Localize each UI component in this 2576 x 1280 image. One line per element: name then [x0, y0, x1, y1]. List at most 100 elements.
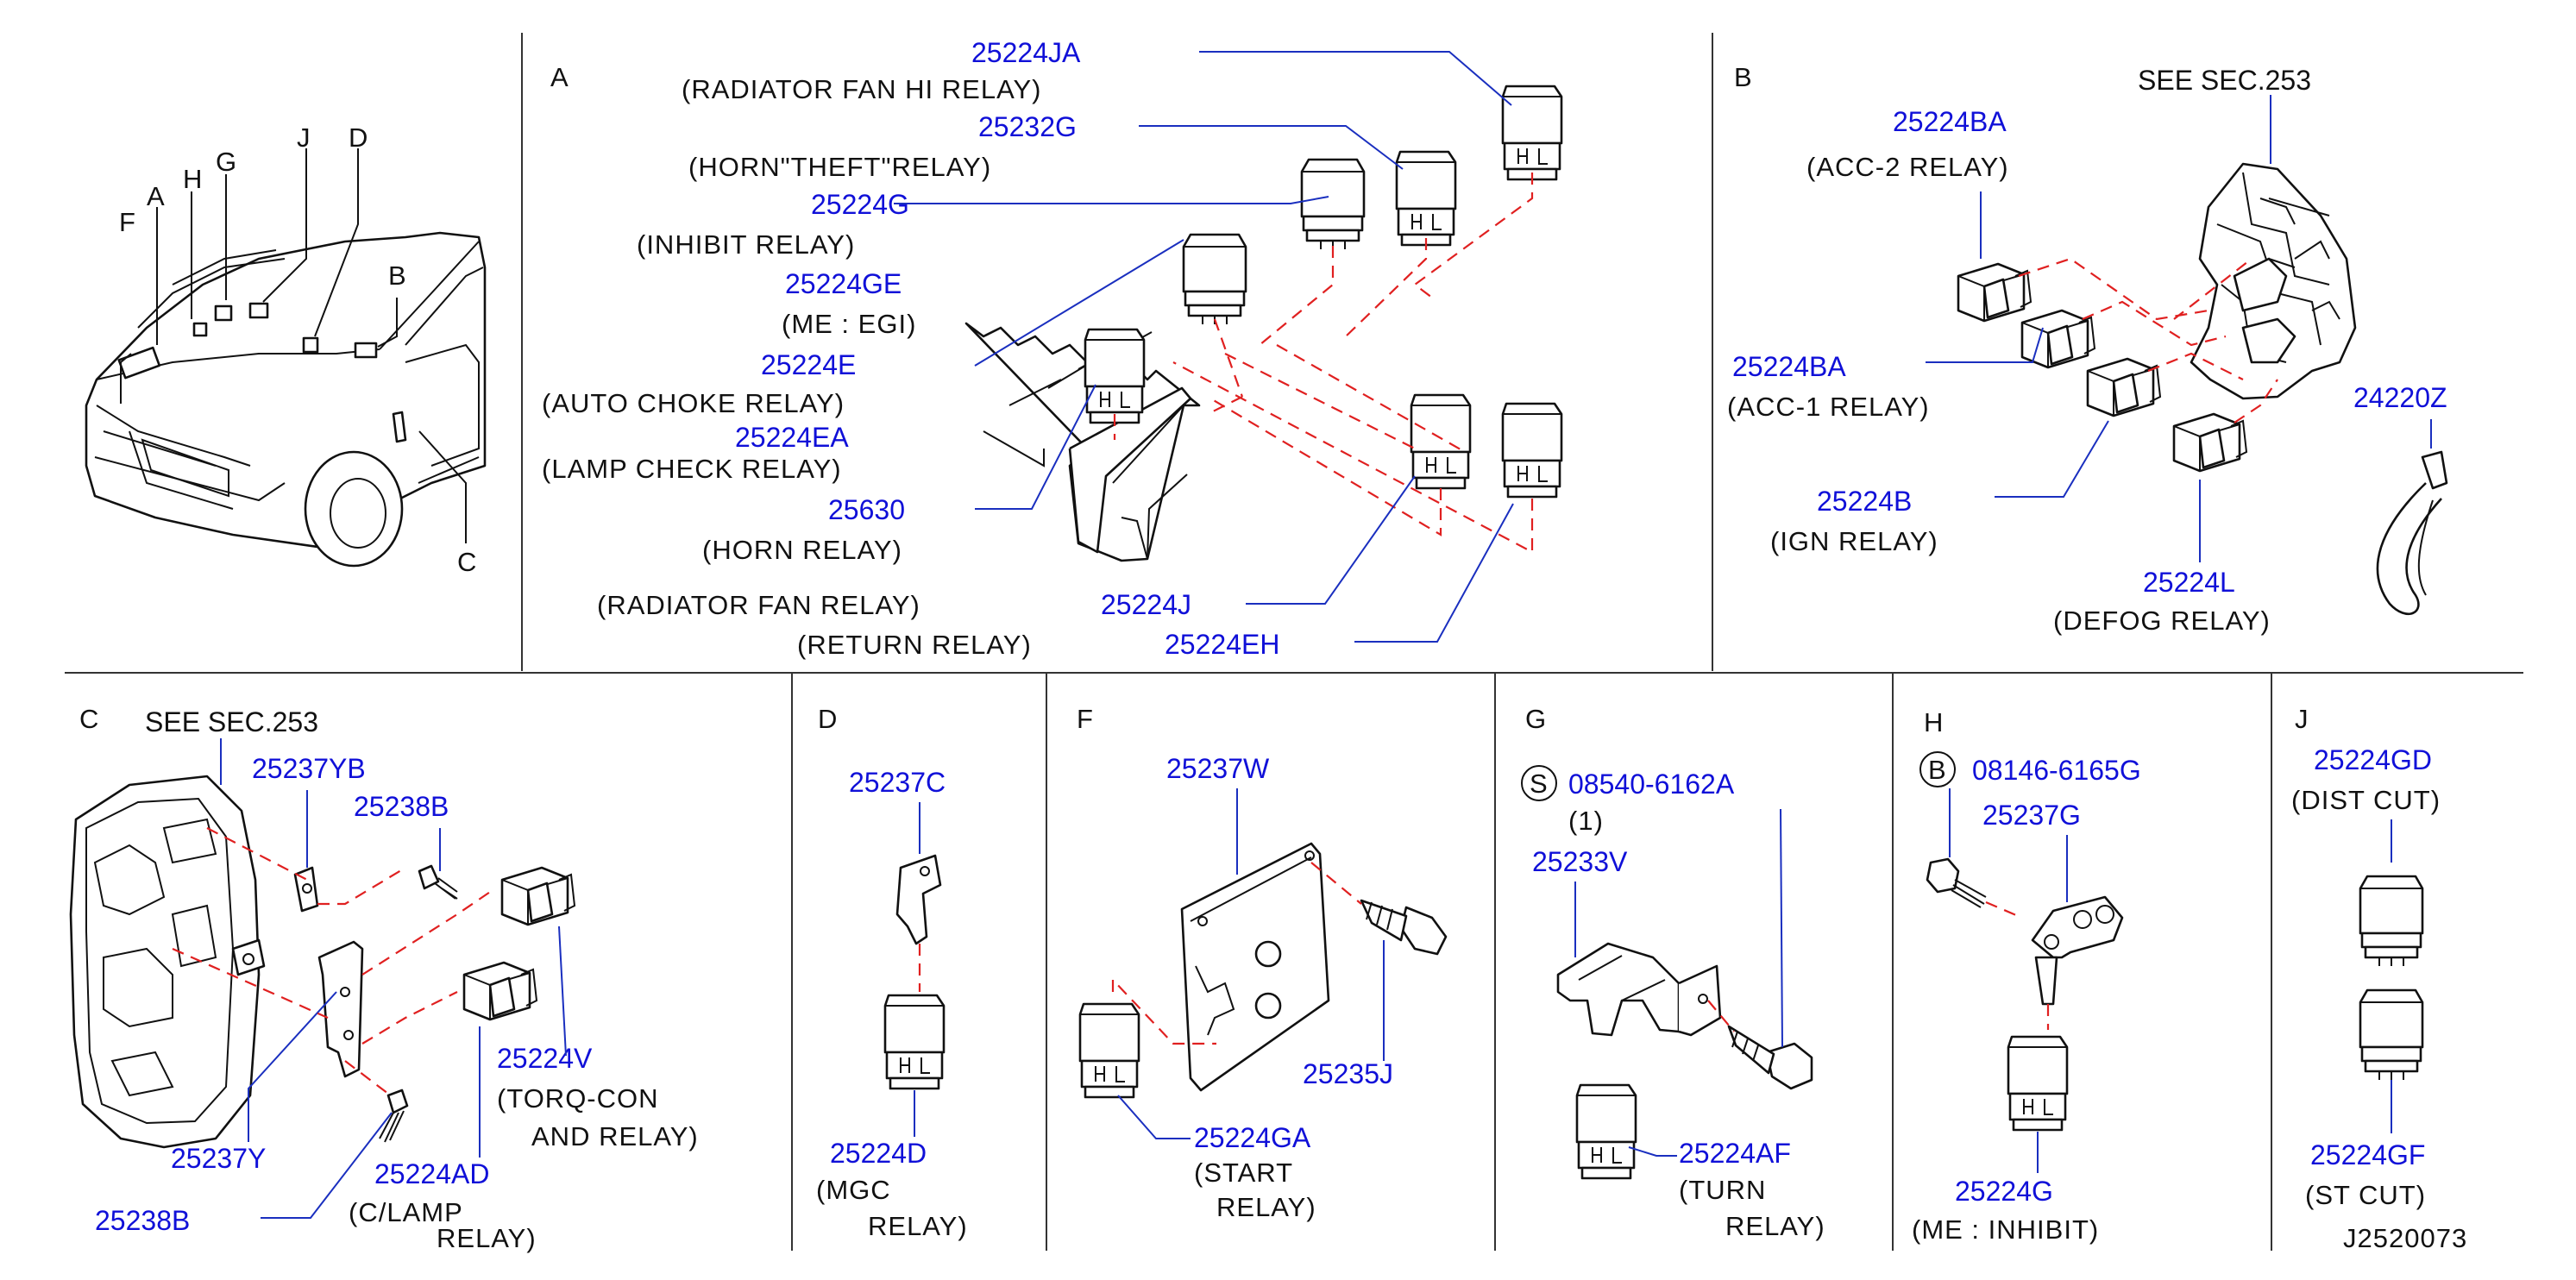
part-b-25224b: 25224B	[1817, 486, 1912, 517]
part-h-25224g: 25224G	[1955, 1176, 2053, 1207]
section-c-see-ref: SEE SEC.253	[145, 706, 318, 737]
relay-d-25224d	[883, 994, 946, 1090]
overview-letter-c: C	[457, 547, 477, 577]
relay-b-ign	[2086, 357, 2162, 417]
part-b-25224ba-acc2: 25224BA	[1893, 106, 2007, 137]
relay-f-25224ga	[1078, 1002, 1140, 1099]
desc-a-horn: (HORN RELAY)	[702, 535, 902, 565]
part-h-08146-6165g: 08146-6165G	[1972, 755, 2141, 786]
part-a-25224j: 25224J	[1101, 589, 1191, 620]
relay-a-25224ea	[1182, 233, 1247, 326]
overview-letter-j: J	[297, 122, 311, 153]
overview-letter-h: H	[183, 164, 203, 194]
section-h: H B 08146-6165G 25237G 25224G (ME : INHI…	[1912, 707, 2141, 1245]
section-d: D 25237C 25224D (MGC RELAY)	[816, 704, 968, 1241]
section-b: B SEE SEC.253 25224BA (ACC-2 RELAY) 2522…	[1727, 62, 2448, 636]
desc-a-inhibit: (INHIBIT RELAY)	[637, 229, 855, 260]
desc-b-defog: (DEFOG RELAY)	[2053, 605, 2271, 636]
desc-c-c-lamp: (C/LAMP	[349, 1197, 463, 1227]
part-d-25224d: 25224D	[830, 1138, 927, 1169]
desc-a-me-egi: (ME : EGI)	[782, 309, 916, 339]
desc-a-horn-theft: (HORN"THEFT"RELAY)	[688, 152, 991, 182]
part-a-25224eh: 25224EH	[1165, 629, 1279, 660]
overview-letter-a: A	[147, 181, 166, 211]
desc-b-acc2: (ACC-2 RELAY)	[1806, 152, 2009, 182]
desc-h-me-inhibit: (ME : INHIBIT)	[1912, 1214, 2099, 1245]
relay-h-25224g	[2007, 1035, 2069, 1132]
part-j-25224gf: 25224GF	[2310, 1139, 2425, 1170]
part-a-25630: 25630	[828, 494, 905, 525]
section-g-letter: G	[1525, 704, 1547, 734]
section-b-letter: B	[1734, 62, 1753, 92]
desc-a-radiator-fan-hi: (RADIATOR FAN HI RELAY)	[682, 74, 1041, 104]
part-c-25237y: 25237Y	[171, 1143, 266, 1174]
relay-a-25232g	[1395, 150, 1457, 247]
panel-borders	[65, 33, 2523, 1251]
vehicle-overview: F A H G J D B C	[85, 122, 487, 577]
part-a-25232g: 25232G	[978, 111, 1077, 142]
section-c-letter: C	[79, 704, 99, 734]
relay-a-25630	[1084, 328, 1146, 424]
h-bolt-symbol	[1919, 751, 1956, 787]
part-c-25224ad: 25224AD	[374, 1158, 489, 1189]
desc-b-acc1: (ACC-1 RELAY)	[1727, 392, 1930, 422]
part-c-25237yb: 25237YB	[252, 753, 366, 784]
drawing-id: J2520073	[2343, 1223, 2467, 1253]
desc-a-radiator-fan: (RADIATOR FAN RELAY)	[597, 590, 920, 620]
part-b-24220z: 24220Z	[2353, 382, 2447, 413]
overview-letter-b: B	[388, 260, 407, 291]
part-b-25224l: 25224L	[2143, 567, 2235, 598]
relay-g-25224af	[1575, 1083, 1637, 1180]
desc-f-start: (START	[1194, 1158, 1293, 1188]
desc-j-st-cut: (ST CUT)	[2305, 1180, 2426, 1210]
part-a-25224e: 25224E	[761, 349, 856, 380]
g-screw-symbol-text: S	[1530, 769, 1549, 799]
part-j-25224gd: 25224GD	[2314, 744, 2432, 775]
desc-c-and-relay: AND RELAY)	[531, 1121, 699, 1151]
part-f-25235j: 25235J	[1303, 1058, 1393, 1089]
section-h-letter: H	[1924, 707, 1944, 737]
part-g-08540-6162a: 08540-6162A	[1568, 769, 1735, 800]
part-a-25224ja: 25224JA	[971, 37, 1081, 68]
section-c: C SEE SEC.253 25237YB 25238B 25224V (TOR…	[69, 704, 699, 1253]
section-a: A 25224JA (RADIATOR FAN HI RELAY) 25232G…	[542, 37, 1563, 660]
section-a-letter: A	[550, 62, 569, 92]
section-j-letter: J	[2295, 704, 2309, 734]
desc-a-return: (RETURN RELAY)	[797, 630, 1032, 660]
relay-j-25224gd	[2359, 875, 2424, 968]
part-h-25237g: 25237G	[1982, 800, 2081, 831]
desc-g-qty: (1)	[1568, 806, 1604, 836]
desc-a-auto-choke: (AUTO CHOKE RELAY)	[542, 388, 845, 418]
desc-a-lamp-check: (LAMP CHECK RELAY)	[542, 454, 842, 484]
relay-j-25224gf	[2359, 988, 2424, 1082]
desc-b-ign: (IGN RELAY)	[1770, 526, 1938, 556]
desc-g-turn-relay: RELAY)	[1725, 1211, 1825, 1241]
section-j: J 25224GD (DIST CUT) 25224GF (ST CUT) J2…	[2291, 704, 2467, 1253]
part-a-25224g: 25224G	[811, 189, 909, 220]
desc-d-mgc-relay: RELAY)	[868, 1211, 968, 1241]
h-bolt-symbol-text: B	[1928, 755, 1947, 785]
relay-c-25224ad	[462, 961, 538, 1021]
section-f: F 25237W 25235J 25224GA (START RELAY)	[1077, 704, 1448, 1222]
part-f-25224ga: 25224GA	[1194, 1122, 1311, 1153]
desc-g-turn: (TURN	[1679, 1175, 1766, 1205]
section-f-letter: F	[1077, 704, 1094, 734]
desc-c-torq-con: (TORQ-CON	[497, 1083, 659, 1114]
section-g: G S 08540-6162A (1) 25233V 25224AF (TURN…	[1521, 704, 1825, 1241]
desc-c-c-lamp-relay: RELAY)	[437, 1223, 537, 1253]
part-d-25237c: 25237C	[849, 767, 946, 798]
desc-d-mgc: (MGC	[816, 1175, 891, 1205]
part-c-25224v: 25224V	[497, 1043, 593, 1074]
part-c-25238b-top: 25238B	[354, 791, 449, 822]
part-a-25224ge: 25224GE	[785, 268, 902, 299]
desc-j-dist-cut: (DIST CUT)	[2291, 785, 2441, 815]
relay-a-25224eh	[1501, 402, 1563, 499]
g-screw-symbol	[1521, 765, 1557, 801]
part-g-25224af: 25224AF	[1679, 1138, 1791, 1169]
desc-f-start-relay: RELAY)	[1216, 1192, 1316, 1222]
relay-a-25224j	[1410, 393, 1472, 490]
overview-letter-d: D	[349, 122, 368, 153]
overview-letter-g: G	[216, 147, 237, 177]
part-f-25237w: 25237W	[1166, 753, 1270, 784]
